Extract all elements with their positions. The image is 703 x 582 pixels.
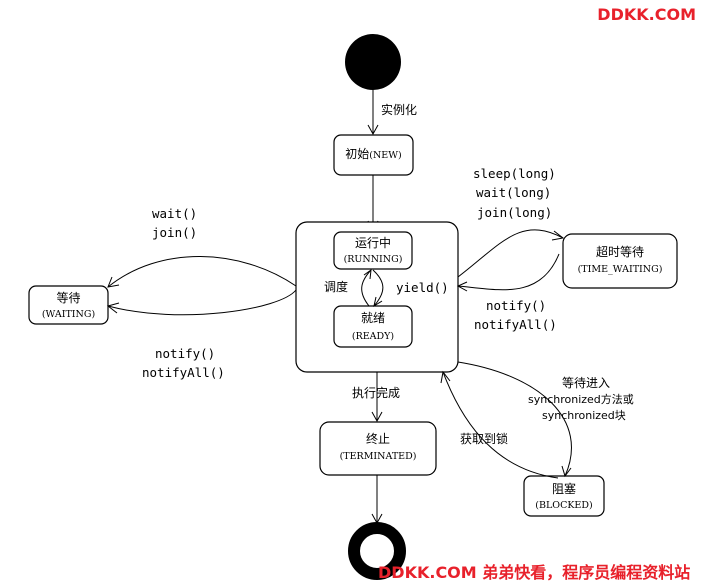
state-timed-waiting: 超时等待 (TIME_WAITING) [562, 233, 678, 289]
state-waiting-name: 等待 [56, 291, 80, 305]
state-waiting: 等待 (WAITING) [28, 285, 109, 325]
edge-running-to-timed-waiting [457, 229, 564, 278]
label-sync-block: synchronized块 [542, 409, 626, 422]
edge-ready-to-running [361, 269, 372, 307]
label-enter-sync: 等待进入 [562, 376, 610, 390]
state-running-code: (RUNNING) [344, 254, 403, 265]
edge-blocked-to-ready [442, 371, 559, 479]
label-yield: yield() [396, 280, 449, 295]
edge-running-to-ready [372, 269, 384, 307]
label-notify-all: notifyAll() [142, 365, 225, 380]
arrowhead [551, 230, 565, 241]
edge-running-to-blocked [457, 361, 572, 477]
state-terminated: 终止 (TERMINATED) [319, 421, 437, 476]
arrowhead [440, 370, 451, 384]
state-blocked: 阻塞 (BLOCKED) [523, 475, 605, 517]
label-sync-method: synchronized方法或 [528, 392, 634, 406]
state-running-name: 运行中 [355, 235, 391, 250]
state-ready-name: 就绪 [361, 311, 385, 325]
label-join: join() [152, 225, 197, 240]
state-blocked-name: 阻塞 [552, 481, 576, 496]
label-notify: notify() [155, 346, 215, 361]
state-terminated-name: 终止 [366, 431, 390, 446]
state-running: 运行中 (RUNNING) [333, 231, 413, 270]
label-schedule: 调度 [324, 279, 348, 294]
arrowhead [363, 268, 372, 280]
arrowhead [107, 276, 120, 288]
arrowhead [561, 465, 572, 478]
label-wait: wait() [152, 206, 197, 221]
edge-waiting-to-ready [107, 289, 297, 316]
edge-timed-waiting-to-ready [457, 253, 560, 291]
arrowhead [367, 124, 379, 136]
watermark-bottom: DDKK.COM 弟弟快看，程序员编程资料站 [378, 563, 690, 582]
svg-text:初始(NEW): 初始(NEW) [345, 147, 401, 161]
label-instantiate: 实例化 [381, 102, 417, 117]
arrowhead [456, 281, 468, 292]
label-wait-long: wait(long) [476, 185, 551, 200]
label-tw-notify: notify() [486, 298, 546, 313]
final-node [348, 522, 406, 580]
arrowhead [373, 296, 383, 308]
state-timed-waiting-code: (TIME_WAITING) [578, 264, 663, 275]
initial-node [345, 34, 401, 90]
state-ready: 就绪 (READY) [333, 305, 413, 348]
label-tw-notify-all: notifyAll() [474, 317, 557, 332]
label-acquire-lock: 获取到锁 [460, 431, 508, 446]
state-timed-waiting-name: 超时等待 [596, 244, 644, 259]
state-new-name: 初始 [345, 147, 369, 161]
arrowhead [106, 302, 120, 314]
arrowhead [371, 411, 383, 423]
state-waiting-code: (WAITING) [42, 309, 95, 320]
state-new-code: (NEW) [369, 150, 401, 161]
state-terminated-code: (TERMINATED) [340, 451, 417, 462]
state-blocked-code: (BLOCKED) [535, 500, 592, 511]
label-sleep-long: sleep(long) [473, 166, 556, 181]
state-ready-code: (READY) [352, 331, 394, 342]
state-new: 初始(NEW) [333, 134, 414, 176]
label-complete: 执行完成 [352, 385, 400, 400]
edge-running-to-waiting [107, 256, 297, 288]
label-join-long: join(long) [477, 205, 552, 220]
watermark-top: DDKK.COM [597, 5, 696, 24]
